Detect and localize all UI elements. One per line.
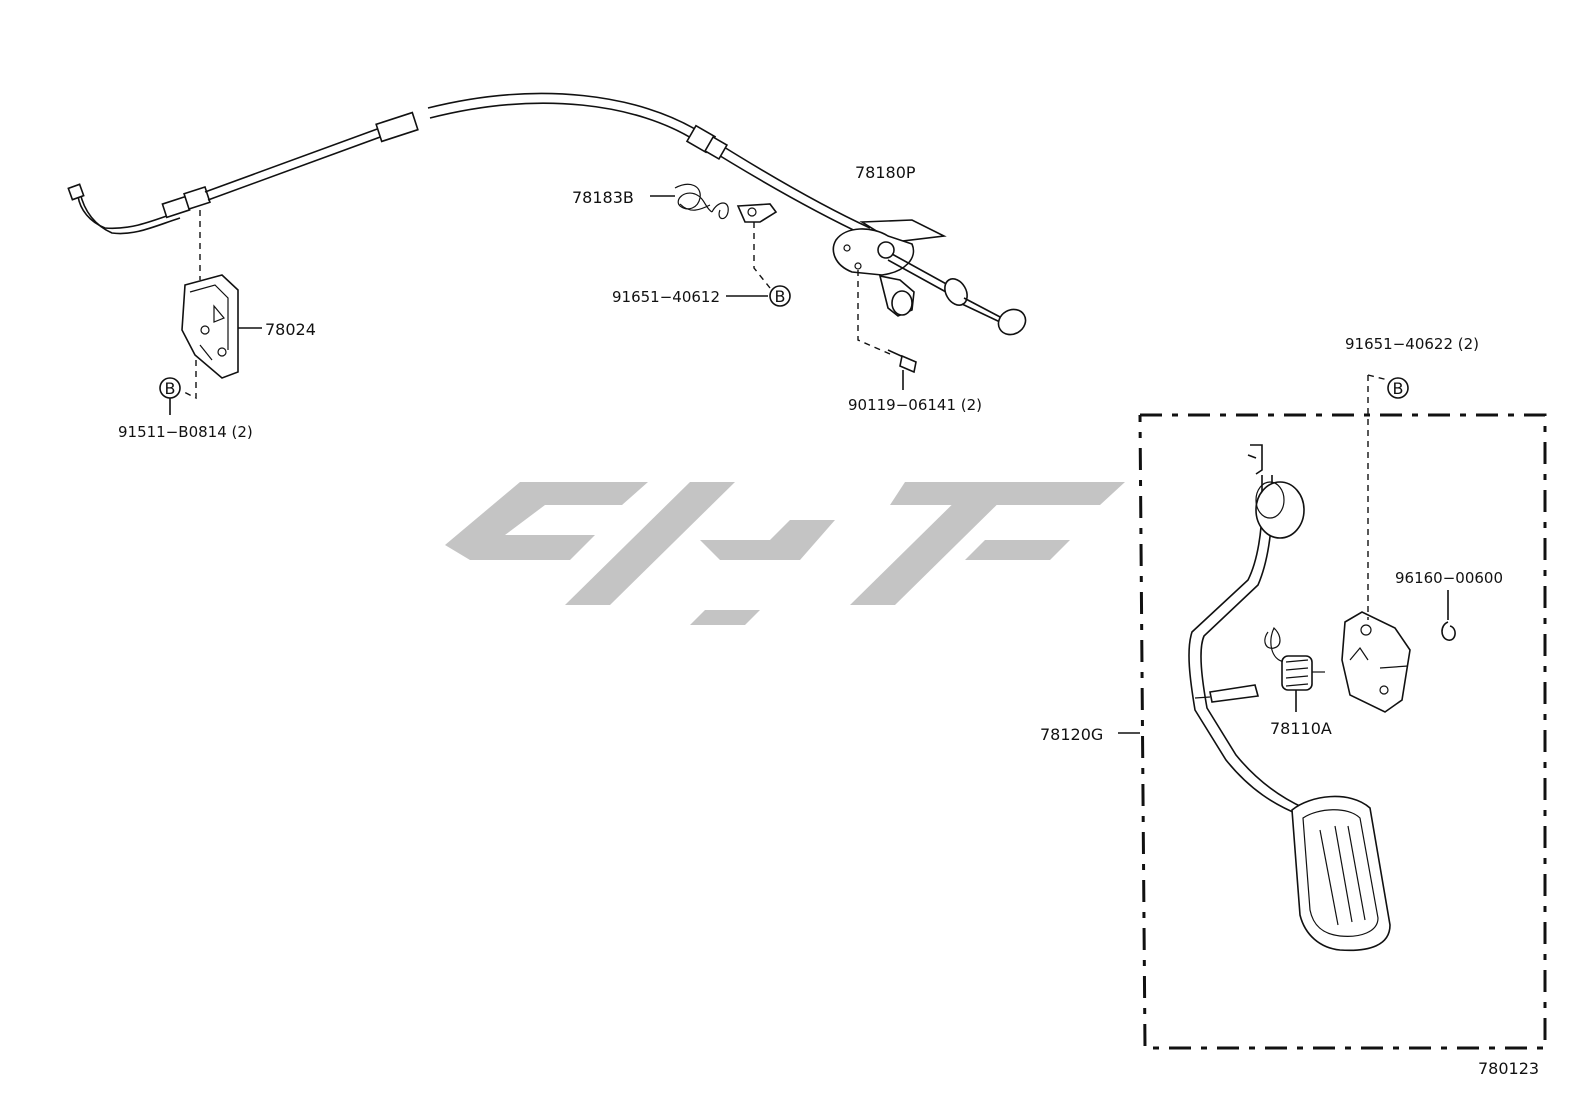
pedal-78120G <box>1118 444 1391 952</box>
label-91511-B0814: 91511−B0814 (2) <box>118 423 253 441</box>
spring-78110A <box>1264 626 1325 712</box>
clip-96160-00600 <box>1441 590 1456 641</box>
marker-b-3: B <box>1387 377 1409 399</box>
marker-b-2: B <box>769 285 791 307</box>
accelerator-cable <box>67 92 871 237</box>
label-ref-code: 780123 <box>1478 1059 1539 1078</box>
label-78183B: 78183B <box>572 188 634 207</box>
pedal-assembly-box <box>1138 413 1547 1050</box>
label-90119-06141: 90119−06141 (2) <box>848 396 982 414</box>
clip-78183B <box>650 183 778 297</box>
label-78180P: 78180P <box>855 163 916 182</box>
marker-b-3-text: B <box>1393 379 1404 398</box>
bracket-78024 <box>181 210 262 400</box>
label-78120G: 78120G <box>1040 725 1103 744</box>
watermark-logo <box>445 482 1125 625</box>
marker-b-1-text: B <box>165 379 176 398</box>
marker-b-2-text: B <box>775 287 786 306</box>
label-91651-40622: 91651−40622 (2) <box>1345 335 1479 353</box>
marker-b-1: B <box>159 377 181 415</box>
bracket-78180P <box>832 219 1027 390</box>
label-78110A: 78110A <box>1270 719 1332 738</box>
label-96160-00600: 96160−00600 <box>1395 569 1503 587</box>
label-78024: 78024 <box>265 320 316 339</box>
bracket-pedal <box>1341 374 1411 713</box>
label-91651-40612: 91651−40612 <box>612 288 720 306</box>
